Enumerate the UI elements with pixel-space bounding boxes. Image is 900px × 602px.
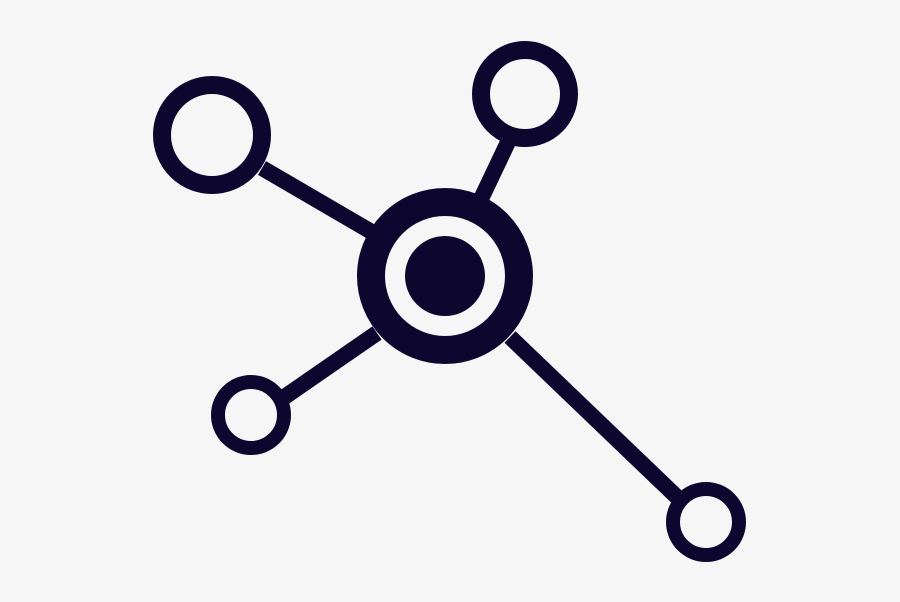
connector-top-left: [257, 161, 375, 238]
connector-bottom-left: [278, 326, 382, 405]
connector-top-right: [473, 136, 517, 203]
connector-lines: [257, 136, 685, 505]
central-node: [357, 188, 533, 364]
satellite-nodes: [153, 41, 746, 562]
satellite-node-bottom-right: [666, 482, 746, 562]
central-node-core: [405, 236, 485, 316]
satellite-node-bottom-left: [211, 375, 291, 455]
connector-bottom-right: [504, 331, 685, 505]
satellite-node-top-left: [153, 76, 271, 194]
satellite-node-top-right: [472, 41, 578, 147]
